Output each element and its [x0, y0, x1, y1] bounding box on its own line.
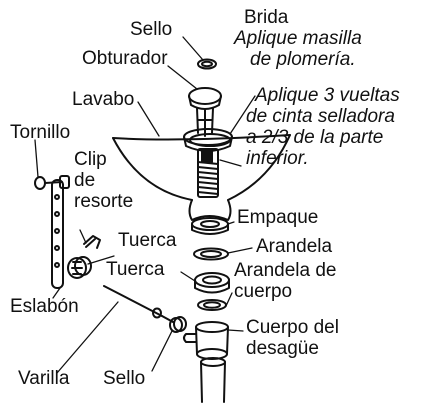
label-eslabon: Eslabón: [10, 296, 79, 317]
label-cinta-line3: a 2/3 de la parte: [246, 127, 384, 148]
label-sello-bottom: Sello: [103, 368, 146, 389]
spring-clip-part: [83, 235, 101, 249]
seal-part-top: [197, 58, 217, 70]
label-lavabo: Lavabo: [72, 89, 135, 110]
label-cinta-line2: de cinta selladora: [246, 106, 395, 127]
pivot-nut-part: [67, 256, 92, 279]
label-tuerca-upper: Tuerca: [118, 230, 177, 251]
label-clip-line2: de: [74, 170, 96, 191]
label-arandela: Arandela: [256, 236, 333, 257]
label-tuerca-lower: Tuerca: [106, 259, 165, 280]
label-cuerpo-line2: desagüe: [246, 338, 319, 359]
label-cinta-line1: Aplique 3 vueltas: [255, 85, 400, 106]
label-varilla: Varilla: [18, 368, 70, 389]
label-cuerpo-line1: Cuerpo del: [246, 317, 339, 338]
gasket-part: [191, 217, 229, 235]
label-cinta-line4: inferior.: [246, 148, 309, 169]
drain-body-part: [183, 321, 229, 403]
nut-part: [194, 272, 230, 294]
label-empaque: Empaque: [237, 207, 319, 228]
clevis-strap-part: [51, 179, 64, 289]
label-masilla-line1: Aplique masilla: [234, 28, 362, 49]
flange-part: [183, 128, 233, 198]
label-masilla-line2: de plomería.: [250, 49, 356, 70]
label-obturador: Obturador: [82, 48, 168, 69]
label-clip-line1: Clip: [74, 149, 107, 170]
washer-part: [193, 247, 229, 261]
label-sello-top: Sello: [130, 19, 173, 40]
rod-part: [103, 285, 174, 323]
sink-basin-part: [112, 133, 291, 221]
label-tornillo: Tornillo: [10, 122, 71, 143]
label-arandela-cuerpo-line1: Arandela de: [234, 260, 337, 281]
clevis-screw-part: [34, 175, 70, 190]
leader-lines: [34, 36, 256, 374]
label-clip-line3: resorte: [74, 191, 134, 212]
label-brida: Brida: [244, 7, 289, 28]
pivot-seal-part: [169, 316, 187, 333]
body-washer-part: [197, 299, 227, 311]
label-arandela-cuerpo-line2: cuerpo: [234, 281, 293, 302]
